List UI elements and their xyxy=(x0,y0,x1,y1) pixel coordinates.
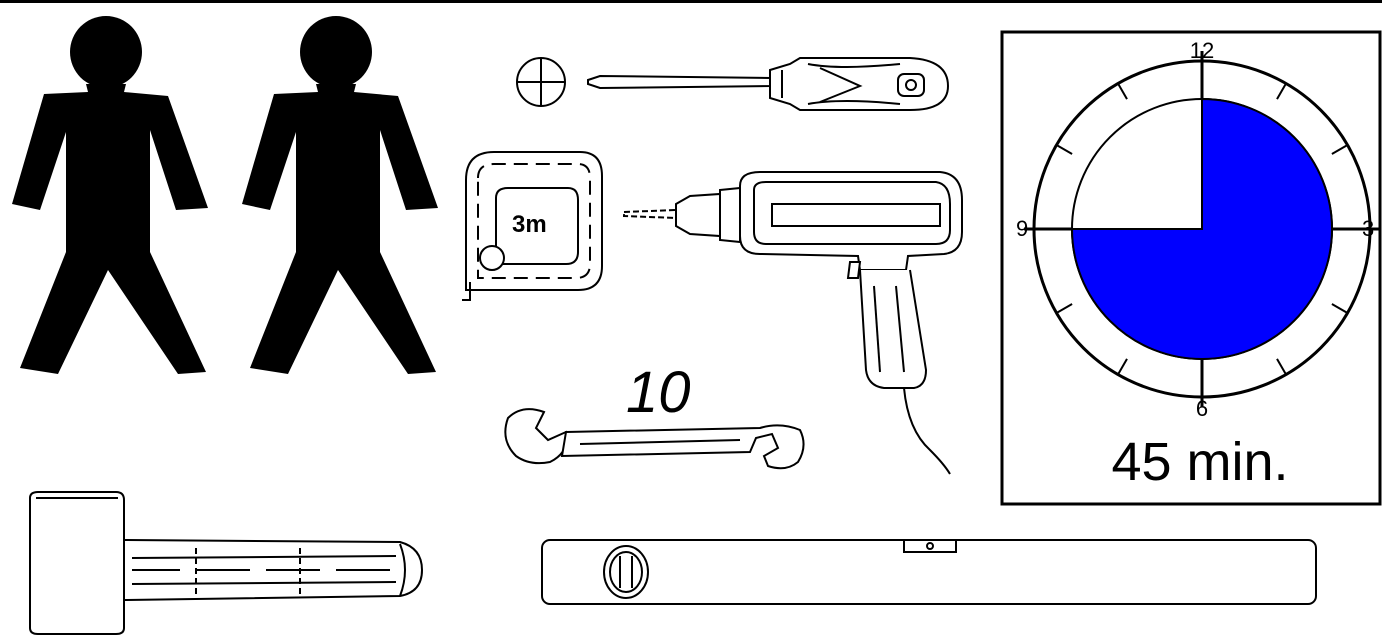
person-icon-2 xyxy=(242,16,438,374)
clock-tick xyxy=(1117,83,1128,100)
spirit-level-icon xyxy=(541,539,1317,605)
duration-label: 45 min. xyxy=(1111,432,1288,492)
clock-tick xyxy=(1056,303,1073,314)
tape-measure-length-label: 3m xyxy=(512,211,547,238)
tape-measure-icon: 3m xyxy=(462,151,603,301)
power-drill-icon xyxy=(623,171,963,475)
wrench-size-label: 10 xyxy=(626,360,691,425)
top-border xyxy=(0,0,1382,3)
clock-tick xyxy=(1276,358,1287,375)
clock-tick xyxy=(1056,144,1073,155)
person-icon-1 xyxy=(12,16,208,374)
elapsed-time-fill xyxy=(1070,97,1333,360)
wrench-icon: 10 xyxy=(504,360,805,470)
clock-number-6: 6 xyxy=(1196,396,1208,421)
clock-tick xyxy=(1276,83,1287,100)
clock-tick xyxy=(1331,144,1348,155)
phillips-screwdriver-icon xyxy=(516,57,950,111)
clock-tick xyxy=(1117,358,1128,375)
clock-number-12: 12 xyxy=(1190,38,1214,63)
clock-number-9: 9 xyxy=(1016,216,1028,241)
clock-tick xyxy=(1331,303,1348,314)
clock-tick-marks xyxy=(1024,51,1380,407)
clock-number-3: 3 xyxy=(1362,216,1374,241)
time-estimate-panel: 12 3 6 9 45 min. xyxy=(1000,30,1382,506)
mallet-icon xyxy=(29,491,424,635)
